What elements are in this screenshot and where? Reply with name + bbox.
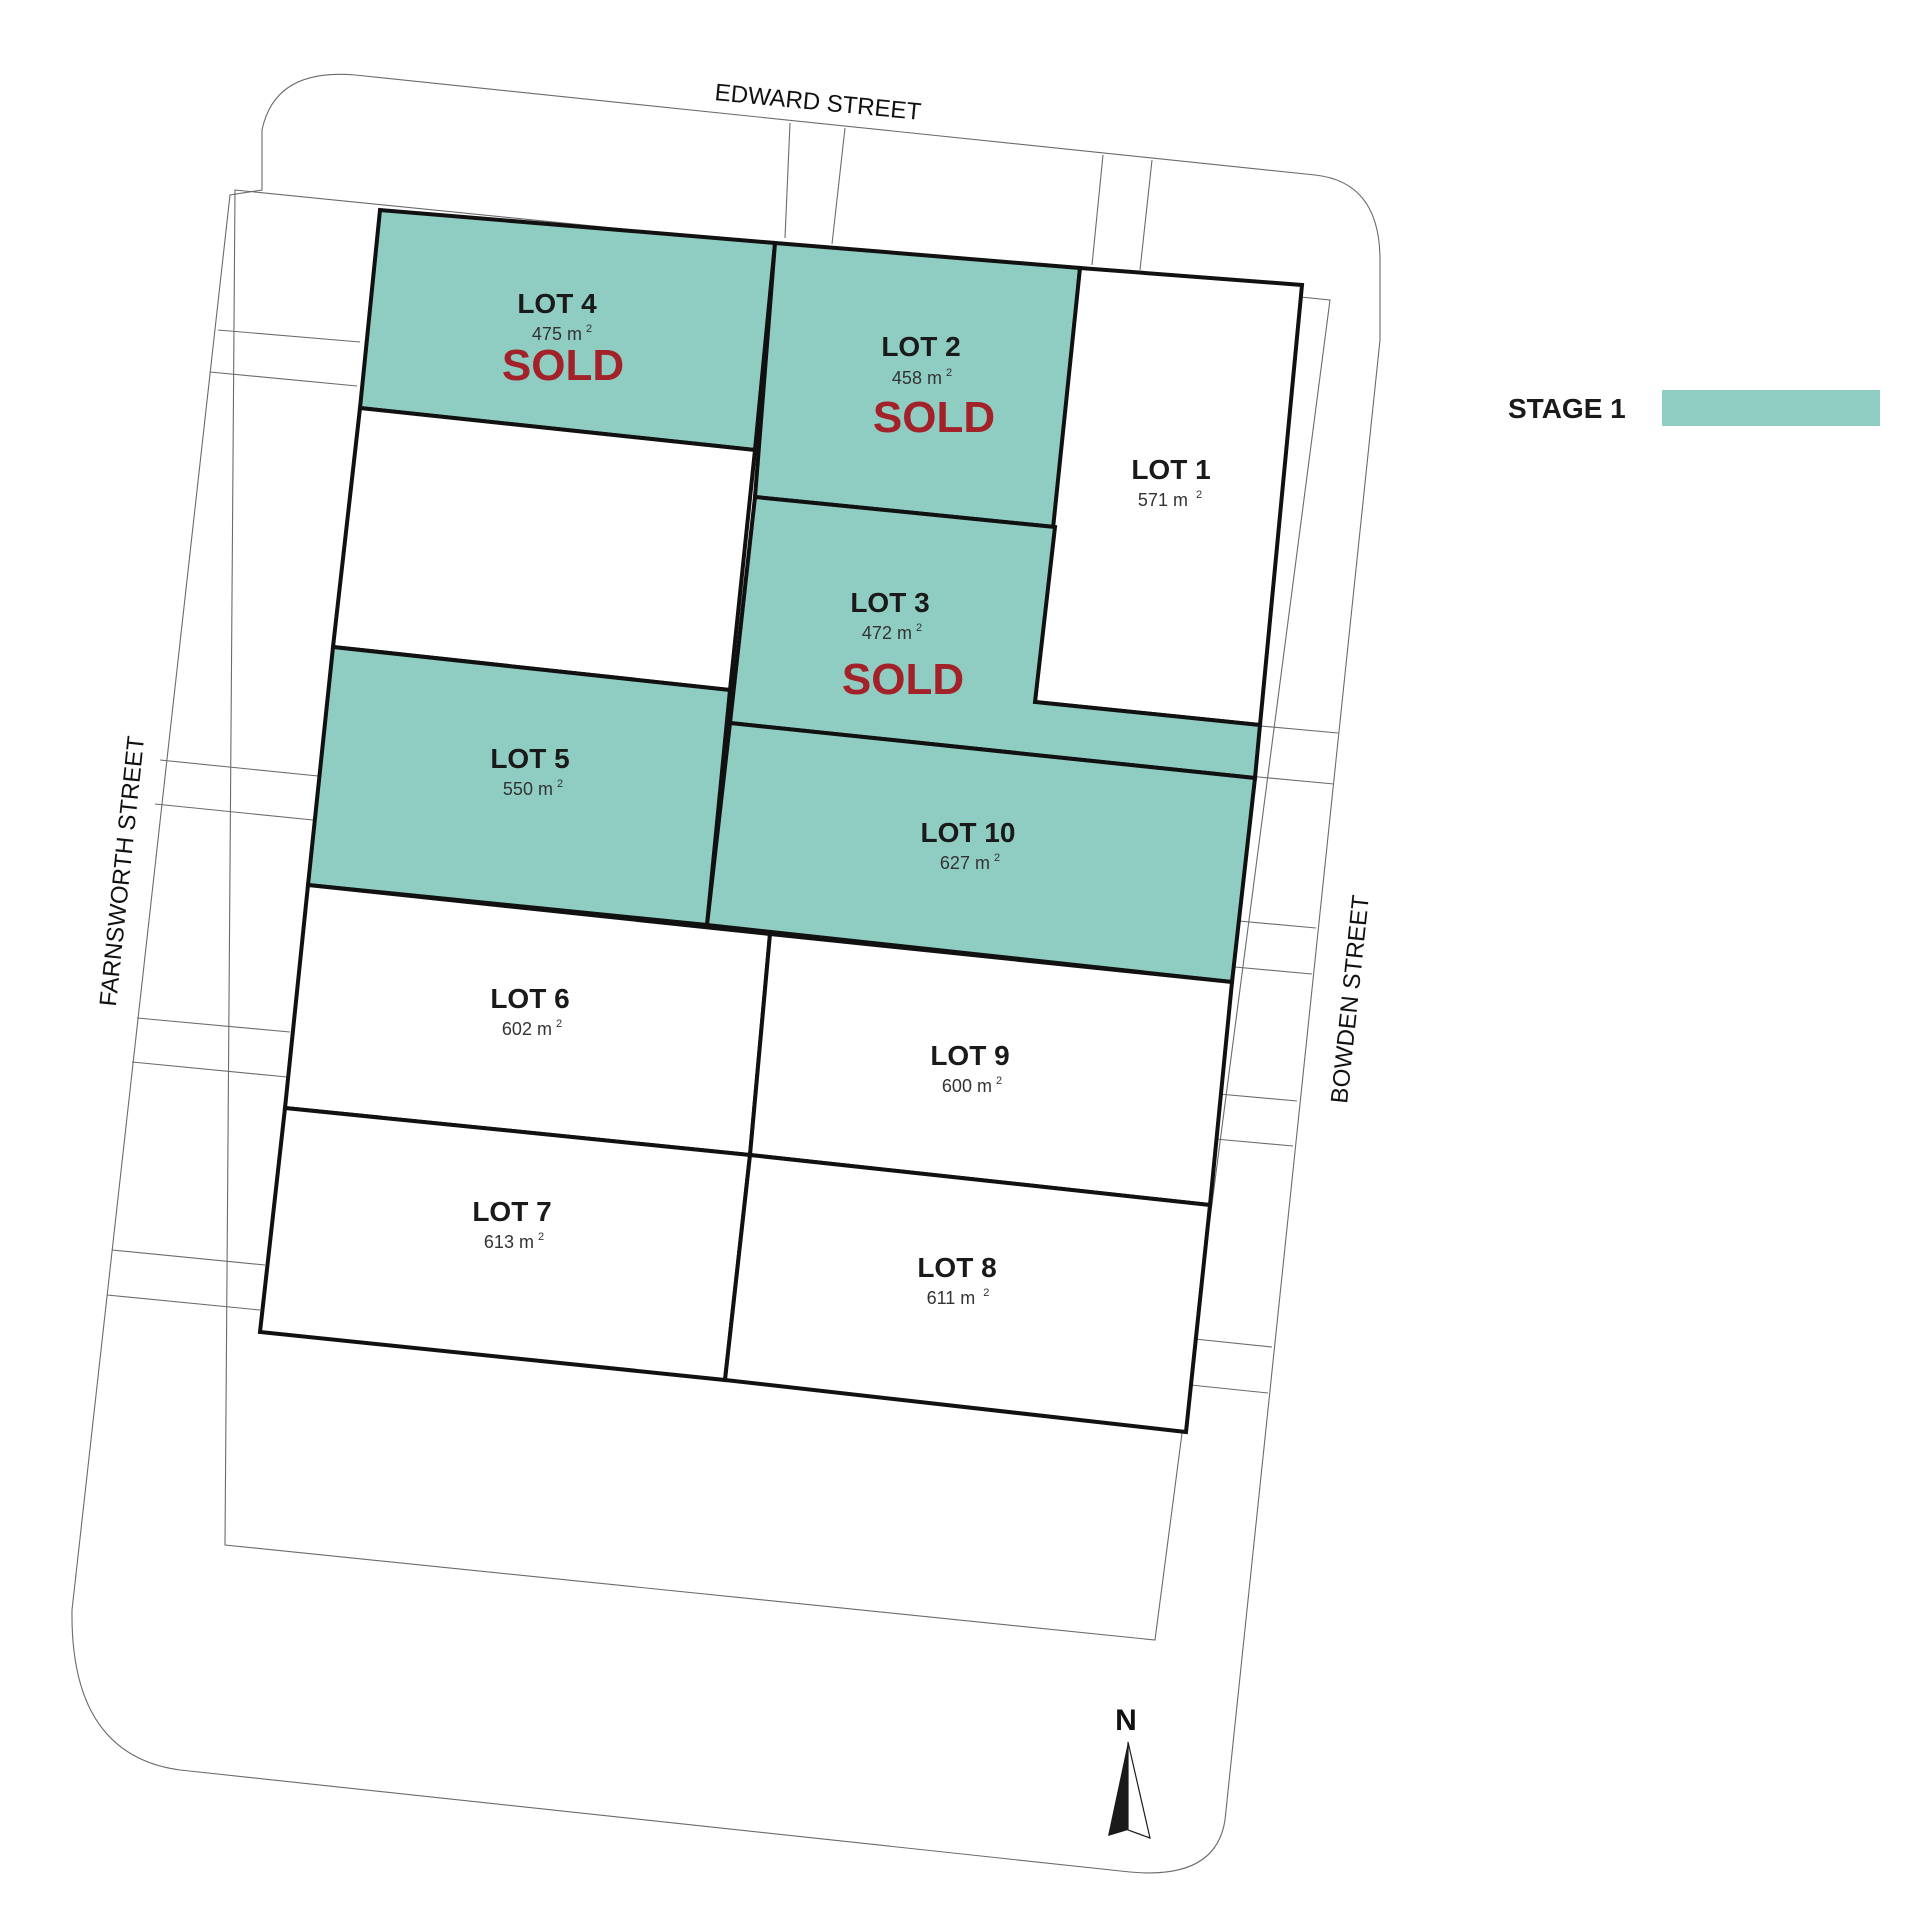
lot-1-name: LOT 1 bbox=[1131, 454, 1210, 485]
outer-road-boundary bbox=[71, 73, 1381, 1874]
bowden-crossing-line bbox=[1184, 1337, 1273, 1348]
farnsworth-crossing-line bbox=[131, 1061, 288, 1078]
north-label: N bbox=[1115, 1704, 1137, 1737]
street-label-bowden: BOWDEN STREET bbox=[1326, 893, 1375, 1104]
farnsworth-crossing-line bbox=[217, 329, 361, 343]
street-label-edward: EDWARD STREET bbox=[714, 79, 923, 126]
north-arrow: N bbox=[1108, 1704, 1151, 1839]
lot-3-sold-badge: SOLD bbox=[842, 655, 964, 704]
edward-crossing-line bbox=[831, 127, 846, 245]
farnsworth-crossing-line bbox=[159, 759, 319, 777]
north-arrow-icon bbox=[1108, 1741, 1151, 1839]
farnsworth-crossing-line bbox=[209, 371, 358, 387]
lot-9-name: LOT 9 bbox=[930, 1040, 1009, 1071]
lot-8-name: LOT 8 bbox=[917, 1252, 996, 1283]
street-label-farnsworth: FARNSWORTH STREET bbox=[95, 734, 150, 1007]
lot-10-name: LOT 10 bbox=[921, 817, 1016, 848]
lot-8-parcel[interactable] bbox=[722, 1152, 1213, 1435]
bowden-crossing-line bbox=[1227, 919, 1317, 929]
unlabelled-parcel bbox=[330, 405, 758, 693]
bowden-crossing-line bbox=[1249, 724, 1339, 734]
edward-crossing-line bbox=[784, 122, 791, 239]
lot-7-name: LOT 7 bbox=[472, 1196, 551, 1227]
lot-6-name: LOT 6 bbox=[490, 983, 569, 1014]
lot-4-name: LOT 4 bbox=[517, 288, 597, 319]
legend-swatch bbox=[1662, 390, 1880, 426]
bowden-crossing-line bbox=[1203, 1137, 1294, 1147]
farnsworth-crossing-line bbox=[154, 803, 314, 821]
bowden-crossing-line bbox=[1180, 1383, 1269, 1394]
lots-layer bbox=[257, 207, 1305, 1435]
lot-5-name: LOT 5 bbox=[490, 743, 569, 774]
farnsworth-crossing-line bbox=[136, 1017, 291, 1033]
farnsworth-crossing-line bbox=[106, 1294, 261, 1311]
lot-2-sold-badge: SOLD bbox=[873, 393, 995, 442]
farnsworth-crossing-line bbox=[111, 1249, 266, 1266]
bowden-crossing-line bbox=[1223, 965, 1313, 975]
edward-crossing-line bbox=[1091, 154, 1104, 266]
lot-2-name: LOT 2 bbox=[881, 331, 960, 362]
lot-4-sold-badge: SOLD bbox=[502, 341, 624, 390]
lot-3-name: LOT 3 bbox=[850, 587, 929, 618]
edward-crossing-line bbox=[1139, 159, 1153, 271]
bowden-crossing-line bbox=[1247, 775, 1335, 785]
legend: STAGE 1 bbox=[1508, 390, 1880, 426]
legend-label: STAGE 1 bbox=[1508, 393, 1626, 424]
